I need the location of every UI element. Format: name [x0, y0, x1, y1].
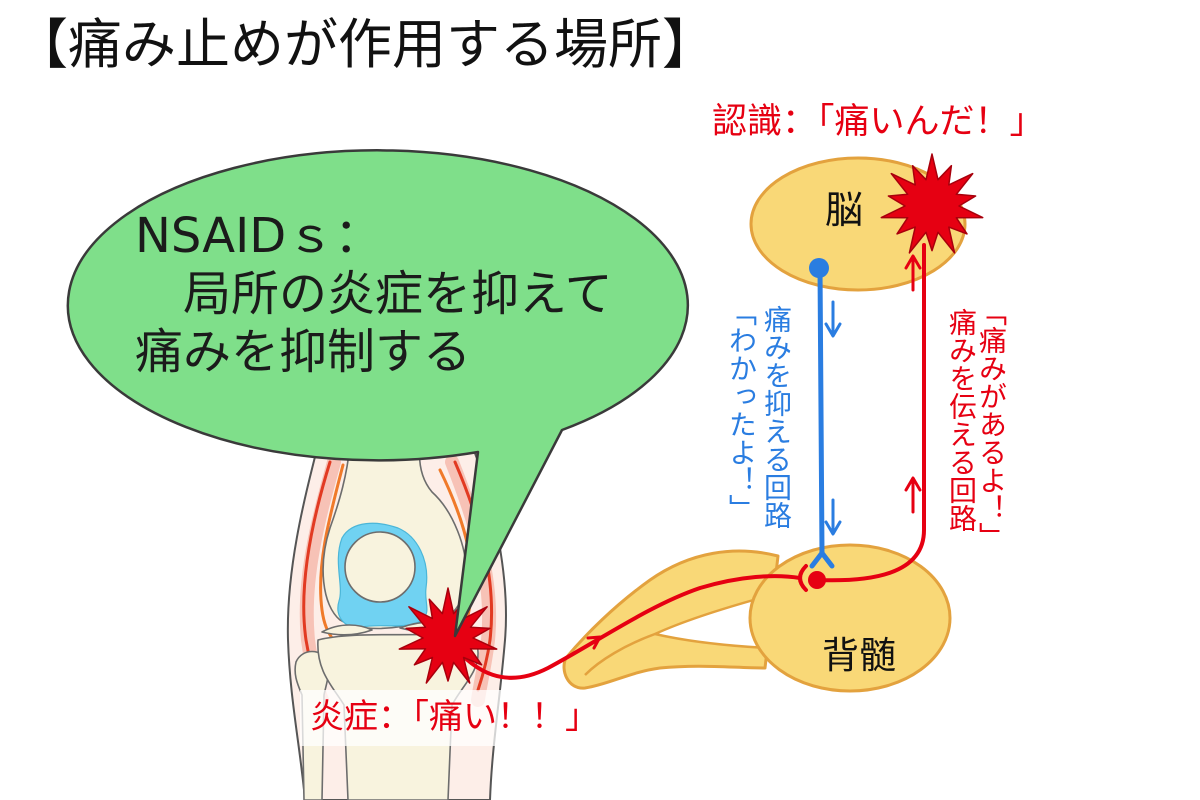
arrow-down-icon — [824, 300, 842, 338]
inflammation-caption: 炎症：「痛い！！」 — [300, 690, 609, 746]
ascending-tract-line — [815, 243, 926, 583]
spinal-cord-label: 背髄 — [822, 634, 896, 677]
suppression-label: 痛みを抑える回路 — [760, 305, 793, 529]
meniscus-left — [321, 624, 373, 636]
arrow-up-icon — [904, 254, 922, 292]
suppression-origin-dot — [809, 258, 829, 278]
nerve-root — [562, 549, 780, 690]
pain-burst-icon — [880, 153, 984, 254]
bubble-text: NSAIDｓ： 局所の炎症を抑えて 痛みを抑制する — [135, 207, 613, 381]
suppression-quote: 「わかったよ！」 — [725, 298, 758, 522]
peripheral-nerve-line — [450, 574, 802, 680]
recognition-caption: 認識：「痛いんだ！」 — [712, 102, 1045, 142]
transmission-quote: 「痛みがあるよ！」 — [975, 298, 1008, 550]
nerve-root-division — [584, 632, 656, 676]
suppression-line — [817, 265, 825, 557]
pain-transmission-pathway — [450, 243, 926, 680]
pain-burst-icon — [398, 587, 498, 684]
femoral-condyle — [344, 531, 416, 603]
brain-label: 脳 — [825, 188, 864, 232]
suppression-terminal — [809, 550, 835, 569]
speech-bubble — [66, 149, 690, 638]
pain-suppression-pathway — [809, 258, 842, 569]
bubble-line-action: 局所の炎症を抑えて — [135, 266, 613, 322]
arrow-right-icon — [586, 635, 602, 650]
page-title: 【痛み止めが作用する場所】 — [14, 13, 716, 76]
transmission-label: 痛みを伝える回路 — [945, 308, 978, 532]
bubble-line-drug: NSAIDｓ： — [135, 208, 383, 264]
nerve-root-gap — [653, 594, 770, 650]
bubble-line-effect: 痛みを抑制する — [135, 324, 472, 380]
arrow-down-icon — [824, 498, 842, 536]
synapse-terminal — [798, 564, 808, 592]
arrow-up-icon — [904, 476, 922, 514]
